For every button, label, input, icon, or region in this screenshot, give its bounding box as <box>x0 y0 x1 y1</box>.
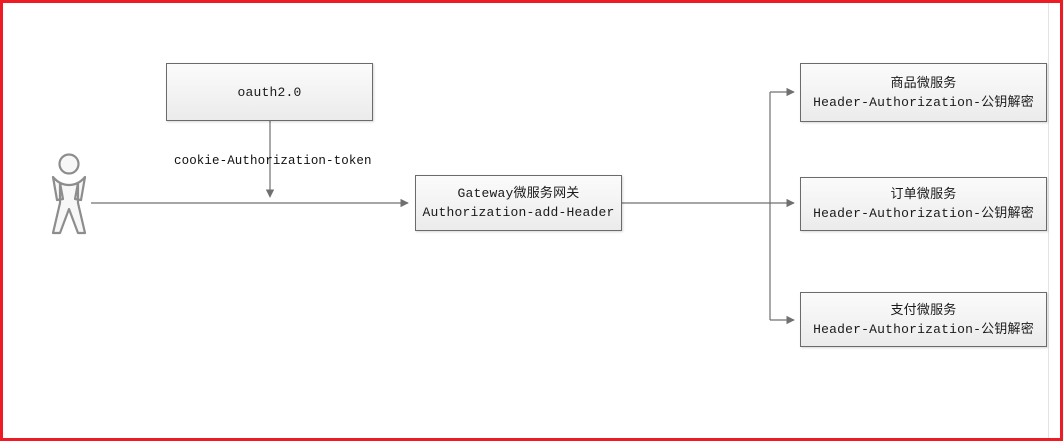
node-product-line1: 商品微服务 <box>890 75 957 91</box>
node-gateway-line2: Authorization-add-Header <box>422 205 615 220</box>
node-order-service[interactable]: 订单微服务 Header-Authorization-公钥解密 <box>800 177 1047 231</box>
node-gateway-line1: Gateway微服务网关 <box>457 186 580 201</box>
actor-stick-figure-icon <box>51 153 87 235</box>
node-pay-service[interactable]: 支付微服务 Header-Authorization-公钥解密 <box>800 292 1047 347</box>
node-oauth[interactable]: oauth2.0 <box>166 63 373 121</box>
canvas-page-boundary <box>1048 3 1049 438</box>
node-order-line2: Header-Authorization-公钥解密 <box>813 206 1034 221</box>
node-gateway[interactable]: Gateway微服务网关 Authorization-add-Header <box>415 175 622 231</box>
node-pay-line2: Header-Authorization-公钥解密 <box>813 321 1034 337</box>
node-pay-line1: 支付微服务 <box>890 302 957 318</box>
connector-layer <box>91 87 795 325</box>
diagram-canvas: oauth2.0 Gateway微服务网关 Authorization-add-… <box>3 3 1060 438</box>
node-product-service[interactable]: 商品微服务 Header-Authorization-公钥解密 <box>800 63 1047 122</box>
node-product-line2: Header-Authorization-公钥解密 <box>813 94 1034 110</box>
node-order-line1: 订单微服务 <box>890 187 957 202</box>
node-oauth-line1: oauth2.0 <box>237 84 302 100</box>
edge-label-cookie-authorization-token: cookie-Authorization-token <box>174 154 372 168</box>
